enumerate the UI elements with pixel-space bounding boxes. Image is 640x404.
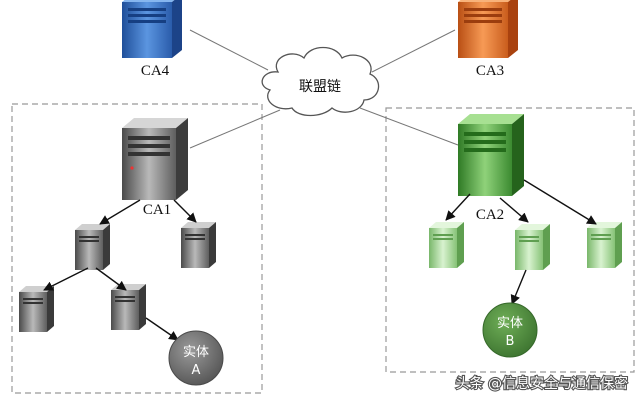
consortium-chain-cloud: 联盟链 xyxy=(261,46,380,117)
arrow-ca2-right1 xyxy=(445,193,471,221)
ca4-server-icon xyxy=(122,0,182,58)
right-group-box xyxy=(385,107,635,373)
ca3-server-icon xyxy=(458,0,518,58)
arrow-ca1-left2 xyxy=(173,199,197,223)
left-group-box xyxy=(11,103,263,394)
left-server-2-icon xyxy=(181,222,216,268)
link-ca1-cloud xyxy=(189,109,281,149)
entity-a-line2: A xyxy=(192,363,201,378)
entity-b-line1: 实体 xyxy=(497,316,523,331)
arrow-left4-entityA xyxy=(145,317,179,341)
entity-a-line1: 实体 xyxy=(183,345,209,360)
arrow-right2-entityB xyxy=(510,269,527,305)
left-server-1-icon xyxy=(75,224,110,270)
watermark: 头条 @信息安全与通信保密 xyxy=(456,375,628,392)
ca2-label: CA2 xyxy=(476,207,504,223)
arrow-ca2-right2 xyxy=(499,197,529,223)
left-server-4-icon xyxy=(111,284,146,330)
ca2-server-icon xyxy=(458,114,524,196)
arrow-left1-left4 xyxy=(95,267,127,291)
link-ca2-cloud xyxy=(359,107,459,146)
right-server-1-icon xyxy=(429,222,464,268)
arrow-ca2-right3 xyxy=(523,179,597,225)
ca1-label: CA1 xyxy=(143,202,171,218)
left-server-3-icon xyxy=(19,286,54,332)
entity-a: 实体 A xyxy=(168,330,224,386)
link-ca3-cloud xyxy=(371,29,456,73)
arrow-left1-left3 xyxy=(43,267,89,291)
arrow-ca1-left1 xyxy=(99,199,141,225)
right-server-2-icon xyxy=(515,224,550,270)
ca4-label: CA4 xyxy=(141,63,170,79)
ca1-server-icon xyxy=(122,118,188,200)
entity-b: 实体 B xyxy=(482,302,538,358)
ca3-label: CA3 xyxy=(476,63,504,79)
link-ca4-cloud xyxy=(189,29,269,71)
entity-b-line2: B xyxy=(506,334,515,349)
cloud-label: 联盟链 xyxy=(299,79,341,95)
right-server-3-icon xyxy=(587,222,622,268)
